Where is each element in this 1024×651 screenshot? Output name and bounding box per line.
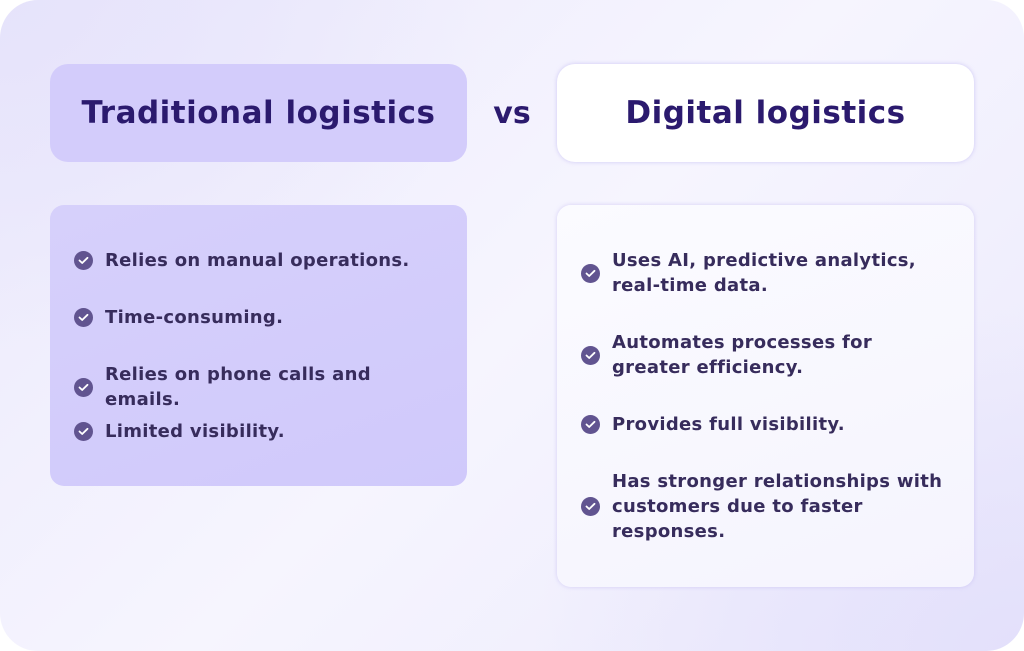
list-item: Limited visibility. — [74, 419, 447, 444]
list-item-text: Provides full visibility. — [612, 414, 845, 435]
vs-label: vs — [493, 95, 531, 131]
list-item: Has stronger relationships with customer… — [581, 469, 954, 544]
check-circle-icon — [74, 422, 93, 441]
check-circle-icon — [74, 308, 93, 327]
check-circle-icon — [74, 251, 93, 270]
check-circle-icon — [581, 497, 600, 516]
digital-logistics-title: Digital logistics — [625, 95, 906, 131]
check-circle-icon — [581, 345, 600, 365]
traditional-logistics-header: Traditional logistics — [50, 64, 467, 162]
list-item: Relies on manual operations. — [74, 248, 447, 273]
traditional-logistics-list: Relies on manual operations. Time-consum… — [50, 205, 467, 486]
list-item-text: Uses AI, predictive analytics, real-time… — [612, 250, 916, 296]
digital-logistics-header: Digital logistics — [557, 64, 974, 162]
list-item-text: Has stronger relationships with customer… — [612, 471, 943, 542]
list-item: Provides full visibility. — [581, 412, 954, 437]
check-circle-icon — [581, 415, 600, 434]
check-circle-icon — [581, 263, 600, 283]
list-item-text: Time-consuming. — [105, 307, 284, 328]
list-item: Uses AI, predictive analytics, real-time… — [581, 248, 954, 298]
list-item: Automates processes for greater efficien… — [581, 330, 954, 380]
traditional-logistics-title: Traditional logistics — [81, 95, 436, 131]
list-item-text: Relies on manual operations. — [105, 250, 410, 271]
list-item-text: Limited visibility. — [105, 421, 285, 442]
check-circle-icon — [74, 377, 93, 397]
list-item: Relies on phone calls and emails. — [74, 362, 447, 412]
list-item-text: Relies on phone calls and emails. — [105, 364, 371, 410]
list-item: Time-consuming. — [74, 305, 447, 330]
list-item-text: Automates processes for greater efficien… — [612, 332, 873, 378]
digital-logistics-list: Uses AI, predictive analytics, real-time… — [557, 205, 974, 587]
